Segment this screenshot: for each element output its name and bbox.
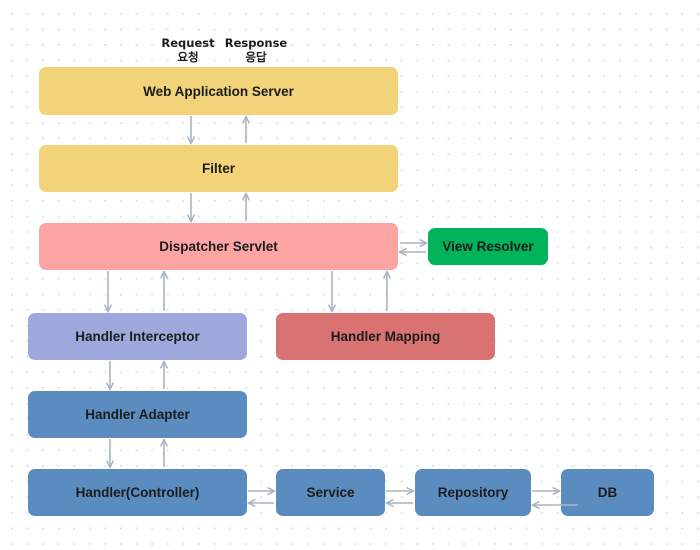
request-label: Request 요청 (158, 36, 218, 64)
view-resolver-box: View Resolver (428, 228, 548, 265)
handler-mapping-box: Handler Mapping (276, 313, 495, 360)
handler-controller-label: Handler(Controller) (75, 485, 200, 500)
db-box: DB (561, 469, 654, 516)
web-application-server-label: Web Application Server (143, 83, 294, 99)
handler-controller-box: Handler(Controller) (28, 469, 247, 516)
repository-label: Repository (437, 485, 509, 500)
handler-interceptor-label: Handler Interceptor (75, 329, 200, 344)
request-text: Request (161, 36, 215, 50)
filter-label: Filter (201, 161, 235, 176)
web-application-server-box: Web Application Server (39, 67, 398, 115)
handler-adapter-box: Handler Adapter (28, 391, 247, 438)
handler-interceptor-box: Handler Interceptor (28, 313, 247, 360)
request-kr-text: 요청 (177, 50, 199, 64)
handler-mapping-label: Handler Mapping (330, 329, 441, 344)
dispatcher-servlet-label: Dispatcher Servlet (159, 239, 278, 254)
response-text: Response (224, 36, 288, 50)
service-box: Service (276, 469, 385, 516)
repository-box: Repository (415, 469, 531, 516)
dispatcher-servlet-box: Dispatcher Servlet (39, 223, 398, 270)
service-label: Service (306, 485, 355, 500)
handler-adapter-label: Handler Adapter (85, 407, 190, 422)
response-kr-text: 응답 (245, 50, 267, 64)
view-resolver-label: View Resolver (442, 239, 534, 254)
response-label: Response 응답 (222, 36, 290, 64)
filter-box: Filter (39, 145, 398, 192)
db-label: DB (597, 485, 618, 500)
